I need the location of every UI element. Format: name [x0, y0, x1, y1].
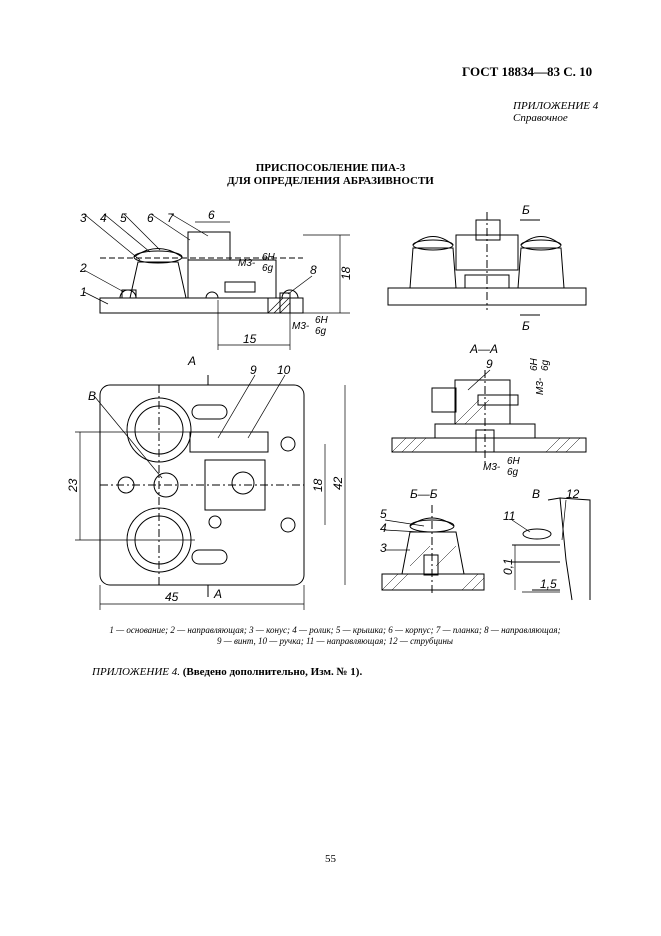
detail-label-v: В [532, 487, 540, 501]
thread-callout-vertical: М3- 6Н 6g [529, 357, 551, 395]
part-number-5: 5 [120, 211, 127, 225]
detail-v [512, 497, 591, 601]
dimension-6: 6 [208, 208, 215, 222]
dimension-1-5: 1,5 [540, 577, 557, 591]
part-number-3: 3 [80, 211, 87, 225]
section-label-aa: А—А [469, 342, 498, 356]
dimension-18-front: 18 [339, 266, 353, 280]
page-number: 55 [325, 853, 336, 865]
plan-view [99, 375, 305, 597]
part-number-9-section: 9 [486, 357, 493, 371]
view-arrow-a-bottom: А [213, 587, 222, 601]
svg-text:6Н: 6Н [529, 357, 540, 371]
appendix-label: ПРИЛОЖЕНИЕ 4 [513, 100, 599, 112]
svg-text:6Н: 6Н [507, 456, 521, 467]
thread-callout-section: М3- 6Н 6g [483, 456, 521, 478]
part-number-12: 12 [566, 487, 580, 501]
part-number-6: 6 [147, 211, 154, 225]
note-text: (Введено дополнительно, Изм. № 1). [182, 666, 363, 678]
dimension-lines [75, 221, 560, 610]
svg-text:6Н: 6Н [315, 315, 329, 326]
note-label: ПРИЛОЖЕНИЕ 4. [92, 666, 180, 678]
side-view [387, 212, 587, 316]
dimension-0-1: 0,1 [501, 558, 515, 575]
part-number-11: 11 [503, 509, 515, 523]
technical-drawing: 3 4 5 6 7 2 1 8 9 10 9 5 4 3 11 12 А—А Б… [66, 203, 591, 610]
part-number-4-section: 4 [380, 521, 387, 535]
svg-text:6g: 6g [540, 359, 551, 371]
svg-text:М3-: М3- [292, 321, 310, 332]
part-number-7: 7 [167, 211, 175, 225]
section-label-bb: Б—Б [410, 487, 438, 501]
part-number-2: 2 [79, 261, 87, 275]
dimension-42: 42 [331, 476, 345, 490]
thread-callout-front-upper: М3- 6Н 6g [238, 252, 276, 274]
part-number-8: 8 [310, 263, 317, 277]
part-number-5-section: 5 [380, 507, 387, 521]
view-arrow-a-top: А [187, 354, 196, 368]
svg-text:М3-: М3- [535, 377, 546, 395]
part-number-4: 4 [100, 211, 107, 225]
section-bb [381, 505, 485, 595]
leader-lines [83, 213, 567, 551]
part-number-1: 1 [80, 285, 87, 299]
thread-callout-front-lower: М3- 6Н 6g [292, 315, 329, 337]
amendment-note: ПРИЛОЖЕНИЕ 4. (Введено дополнительно, Из… [92, 666, 362, 678]
document-header: ГОСТ 18834—83 С. 10 [462, 64, 593, 79]
svg-text:6g: 6g [262, 263, 274, 274]
part-number-3-section: 3 [380, 541, 387, 555]
drawing-title: ПРИСПОСОБЛЕНИЕ ПИА-3 ДЛЯ ОПРЕДЕЛЕНИЯ АБР… [0, 162, 661, 188]
title-line-1: ПРИСПОСОБЛЕНИЕ ПИА-3 [255, 162, 406, 174]
svg-text:6g: 6g [315, 326, 327, 337]
legend-line-2: 9 — винт, 10 — ручка; 11 — направляющая;… [216, 636, 454, 646]
detail-callout-v: В [88, 389, 96, 403]
appendix-block: ПРИЛОЖЕНИЕ 4 Справочное [513, 100, 598, 124]
parts-legend: 1 — основание; 2 — направляющая; 3 — кон… [70, 625, 600, 647]
svg-text:6Н: 6Н [262, 252, 276, 263]
svg-text:6g: 6g [507, 467, 519, 478]
title-line-2: ДЛЯ ОПРЕДЕЛЕНИЯ АБРАЗИВНОСТИ [227, 175, 434, 187]
appendix-kind: Справочное [513, 112, 568, 124]
legend-line-1: 1 — основание; 2 — направляющая; 3 — кон… [109, 625, 561, 635]
section-aa [391, 370, 587, 465]
dimension-18-plan: 18 [311, 478, 325, 492]
view-arrow-b-top: Б [522, 203, 530, 217]
svg-text:М3-: М3- [238, 258, 256, 269]
view-arrow-b-bottom: Б [522, 319, 530, 333]
front-view [99, 231, 304, 314]
dimension-15: 15 [243, 332, 257, 346]
dimension-23: 23 [66, 478, 80, 493]
dimension-45: 45 [165, 590, 179, 604]
part-number-10: 10 [277, 363, 291, 377]
part-number-9: 9 [250, 363, 257, 377]
svg-text:М3-: М3- [483, 462, 501, 473]
